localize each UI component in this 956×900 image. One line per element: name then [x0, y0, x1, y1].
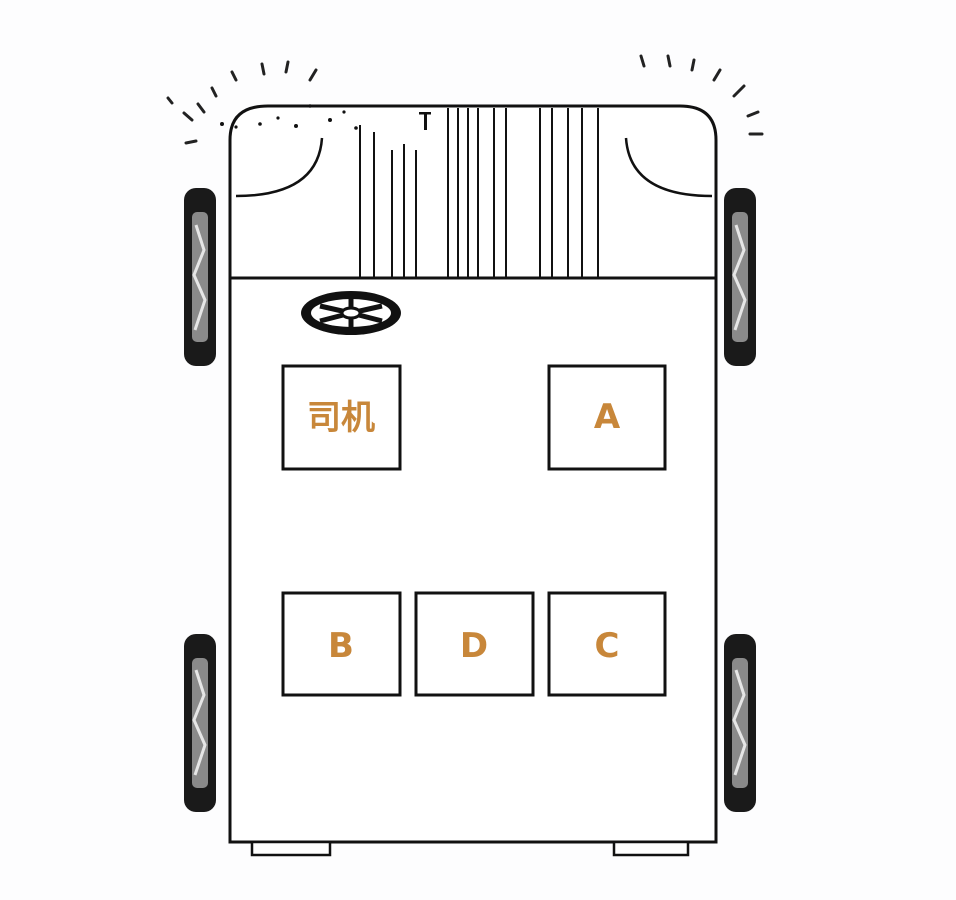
- seat-a: A: [547, 364, 667, 471]
- wheel-icon-rear-left: [184, 634, 216, 812]
- seat-a-label: A: [594, 397, 621, 437]
- headlamp-right: [624, 137, 713, 198]
- seat-b-label: B: [328, 626, 354, 666]
- car-body-outline: [228, 104, 718, 844]
- steering-wheel-icon: [301, 291, 401, 335]
- seat-driver-label: 司机: [307, 398, 375, 438]
- radiator-grille: [359, 108, 599, 278]
- seat-d-label: D: [460, 626, 488, 666]
- seat-b: B: [281, 591, 402, 697]
- rear-bumper-left: [250, 840, 332, 857]
- headlight-rays-icon-right: [639, 54, 764, 136]
- seat-d: D: [414, 591, 535, 697]
- seat-c-label: C: [595, 626, 620, 666]
- rear-bumper-right: [612, 840, 690, 857]
- front-bumper-detail: [220, 104, 431, 130]
- wheel-icon-front-left: [184, 188, 216, 366]
- headlight-rays-icon-left: [166, 60, 318, 145]
- headlamp-left: [235, 137, 324, 198]
- wheel-icon-rear-right: [724, 634, 756, 812]
- seat-driver: 司机: [281, 364, 402, 471]
- seat-c: C: [547, 591, 667, 697]
- wheel-icon-front-right: [724, 188, 756, 366]
